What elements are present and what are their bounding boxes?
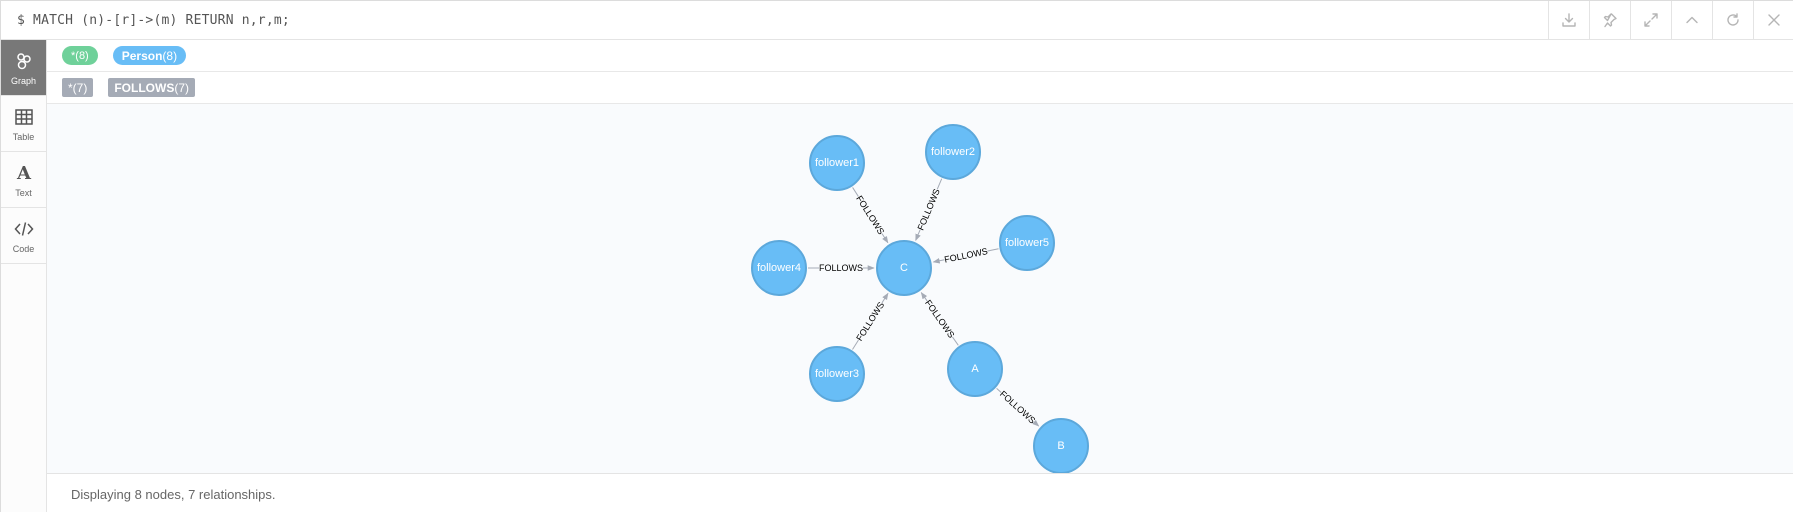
graph-node-A[interactable]: A: [947, 341, 1003, 397]
node-caption: follower1: [815, 157, 859, 169]
node-label-legend: *(8) Person(8): [47, 40, 1793, 72]
node-caption: follower3: [815, 368, 859, 380]
graph-node-follower2[interactable]: follower2: [925, 124, 981, 180]
pin-icon: [1603, 13, 1617, 28]
legend-node-person[interactable]: Person(8): [112, 46, 187, 65]
legend-rel-count: (7): [72, 80, 88, 95]
sidebar-item-table[interactable]: Table: [1, 96, 46, 152]
status-bar: Displaying 8 nodes, 7 relationships.: [47, 473, 1793, 512]
node-circle[interactable]: [876, 240, 932, 296]
node-circle[interactable]: [999, 215, 1055, 271]
relationship-label-bg: [922, 297, 958, 341]
pin-button[interactable]: [1589, 1, 1630, 39]
legend-rel-name: FOLLOWS: [114, 80, 175, 95]
close-button[interactable]: [1753, 1, 1793, 39]
node-circle[interactable]: [809, 135, 865, 191]
view-sidebar: Graph Table A Text Code: [1, 40, 47, 512]
sidebar-item-graph[interactable]: Graph: [1, 40, 46, 96]
legend-label-count: (8): [162, 48, 178, 63]
node-caption: C: [900, 262, 908, 274]
graph-node-follower5[interactable]: follower5: [999, 215, 1055, 271]
legend-rel-follows[interactable]: FOLLOWS(7): [108, 78, 196, 97]
svg-text:A: A: [16, 163, 32, 183]
expand-icon: [1644, 13, 1658, 27]
legend-node-all[interactable]: *(8): [62, 46, 98, 65]
relationship-label-bg: [819, 262, 863, 274]
relationship-label-bg: [943, 245, 989, 266]
legend-label-name: *: [71, 49, 76, 62]
frame-header: $ MATCH (n)-[r]->(m) RETURN n,r,m;: [1, 1, 1793, 40]
relationship-label: FOLLOWS: [998, 389, 1037, 426]
legend-rel-all[interactable]: *(7): [62, 78, 94, 97]
rel-type-legend: *(7) FOLLOWS(7): [47, 72, 1793, 104]
text-icon: A: [16, 163, 32, 183]
fullscreen-button[interactable]: [1630, 1, 1671, 39]
node-caption: follower2: [931, 146, 975, 158]
relationship-A-B[interactable]: FOLLOWS: [996, 387, 1040, 427]
status-text: Displaying 8 nodes, 7 relationships.: [71, 487, 276, 502]
relationship-follower1-C[interactable]: FOLLOWS: [852, 187, 889, 244]
relationship-follower2-C[interactable]: FOLLOWS: [914, 178, 943, 242]
legend-label-name: Person: [121, 48, 163, 63]
relationship-label: FOLLOWS: [916, 187, 942, 231]
node-circle[interactable]: [809, 346, 865, 402]
download-icon: [1562, 13, 1576, 27]
relationship-label-bg: [997, 388, 1039, 427]
sidebar-item-label: Text: [15, 187, 32, 198]
collapse-button[interactable]: [1671, 1, 1712, 39]
relationship-label-bg: [853, 193, 888, 237]
relationship-follower5-C[interactable]: FOLLOWS: [932, 245, 999, 266]
graph-node-follower3[interactable]: follower3: [809, 346, 865, 402]
node-circle[interactable]: [1033, 418, 1089, 473]
relationship-follower3-C[interactable]: FOLLOWS: [852, 292, 889, 350]
frame-toolbar: [1548, 1, 1793, 39]
graph-node-follower4[interactable]: follower4: [751, 240, 807, 296]
sidebar-item-code[interactable]: Code: [1, 208, 46, 264]
graph-node-B[interactable]: B: [1033, 418, 1089, 473]
node-circle[interactable]: [925, 124, 981, 180]
sidebar-item-label: Graph: [10, 75, 36, 86]
table-icon: [14, 108, 33, 125]
graph-node-follower1[interactable]: follower1: [809, 135, 865, 191]
graph-icon: [16, 52, 31, 69]
relationship-label: FOLLOWS: [854, 194, 886, 236]
close-icon: [1768, 14, 1780, 26]
sidebar-item-label: Code: [12, 243, 35, 254]
node-caption: B: [1057, 440, 1064, 452]
legend-rel-count: (7): [174, 80, 190, 95]
node-caption: follower5: [1005, 237, 1049, 249]
relationship-label: FOLLOWS: [943, 246, 988, 265]
graph-node-C[interactable]: C: [876, 240, 932, 296]
relationship-label: FOLLOWS: [854, 300, 886, 343]
rerun-icon: [1727, 13, 1739, 26]
relationship-label: FOLLOWS: [923, 298, 956, 340]
relationship-follower4-C[interactable]: FOLLOWS: [808, 262, 875, 274]
node-circle[interactable]: [751, 240, 807, 296]
code-icon: [13, 221, 34, 236]
legend-rel-name: *: [68, 80, 73, 95]
node-caption: A: [971, 363, 979, 375]
node-circle[interactable]: [947, 341, 1003, 397]
download-button[interactable]: [1548, 1, 1589, 39]
query-text[interactable]: $ MATCH (n)-[r]->(m) RETURN n,r,m;: [17, 13, 290, 28]
legend-label-count: (8): [75, 49, 89, 62]
node-caption: follower4: [757, 262, 801, 274]
relationship-label: FOLLOWS: [819, 263, 863, 273]
relationship-label-bg: [853, 299, 888, 344]
sidebar-item-label: Table: [12, 131, 35, 142]
relationship-A-C[interactable]: FOLLOWS: [920, 291, 959, 346]
collapse-up-icon: [1686, 16, 1698, 24]
rerun-button[interactable]: [1712, 1, 1753, 39]
relationship-label-bg: [914, 186, 943, 233]
sidebar-item-text[interactable]: A Text: [1, 152, 46, 208]
